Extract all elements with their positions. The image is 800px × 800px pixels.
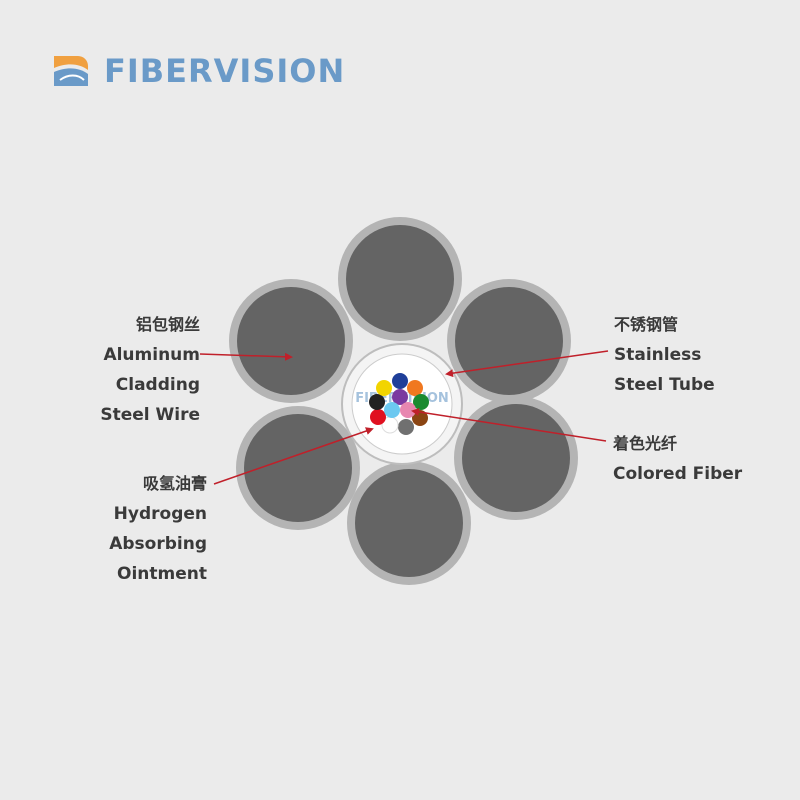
colored-fiber <box>384 402 400 418</box>
label-hydrogen-zh: 吸氢油膏 <box>142 474 207 493</box>
colored-fiber <box>392 373 408 389</box>
colored-fiber <box>413 394 429 410</box>
label-steel-tube-line2: Steel Tube <box>614 375 715 395</box>
brand-name: FIBERVISION <box>104 52 346 90</box>
label-hydrogen-line1: Hydrogen <box>113 504 207 524</box>
aluminum-clad-steel-wire <box>454 396 578 520</box>
label-steel-tube-line1: Stainless <box>614 345 702 365</box>
label-aluminum-zh: 铝包钢丝 <box>135 315 200 334</box>
leader-line-hydrogen <box>213 427 374 485</box>
aluminum-clad-steel-wire <box>338 217 462 341</box>
aluminum-clad-steel-wire <box>447 279 571 403</box>
label-colored-fiber-line1: Colored Fiber <box>613 464 743 484</box>
fibervision-logo-icon <box>54 56 88 86</box>
label-aluminum-line1: Aluminum <box>103 345 200 365</box>
aluminum-clad-steel-wire <box>347 461 471 585</box>
colored-fiber <box>369 394 385 410</box>
colored-fiber <box>376 380 392 396</box>
colored-fiber <box>400 402 416 418</box>
label-aluminum-line3: Steel Wire <box>100 405 200 425</box>
label-colored-fiber-zh: 着色光纤 <box>613 434 678 453</box>
aluminum-clad-steel-wire <box>229 279 353 403</box>
colored-fiber <box>392 389 408 405</box>
fibervision-logo: FIBERVISION <box>50 50 345 92</box>
aluminum-clad-steel-wire <box>236 406 360 530</box>
leader-line-aluminum <box>199 352 293 361</box>
label-steel-tube-zh: 不锈钢管 <box>614 315 679 334</box>
label-aluminum-line2: Cladding <box>115 375 200 395</box>
leader-line-steel-tube <box>445 350 609 378</box>
label-hydrogen-line2: Absorbing <box>109 534 207 554</box>
colored-fiber <box>398 419 414 435</box>
leader-line-colored-fiber <box>411 407 607 442</box>
colored-fiber-bundle <box>369 373 429 435</box>
colored-fiber <box>407 380 423 396</box>
colored-fiber <box>370 409 386 425</box>
label-hydrogen-line3: Ointment <box>117 564 207 584</box>
